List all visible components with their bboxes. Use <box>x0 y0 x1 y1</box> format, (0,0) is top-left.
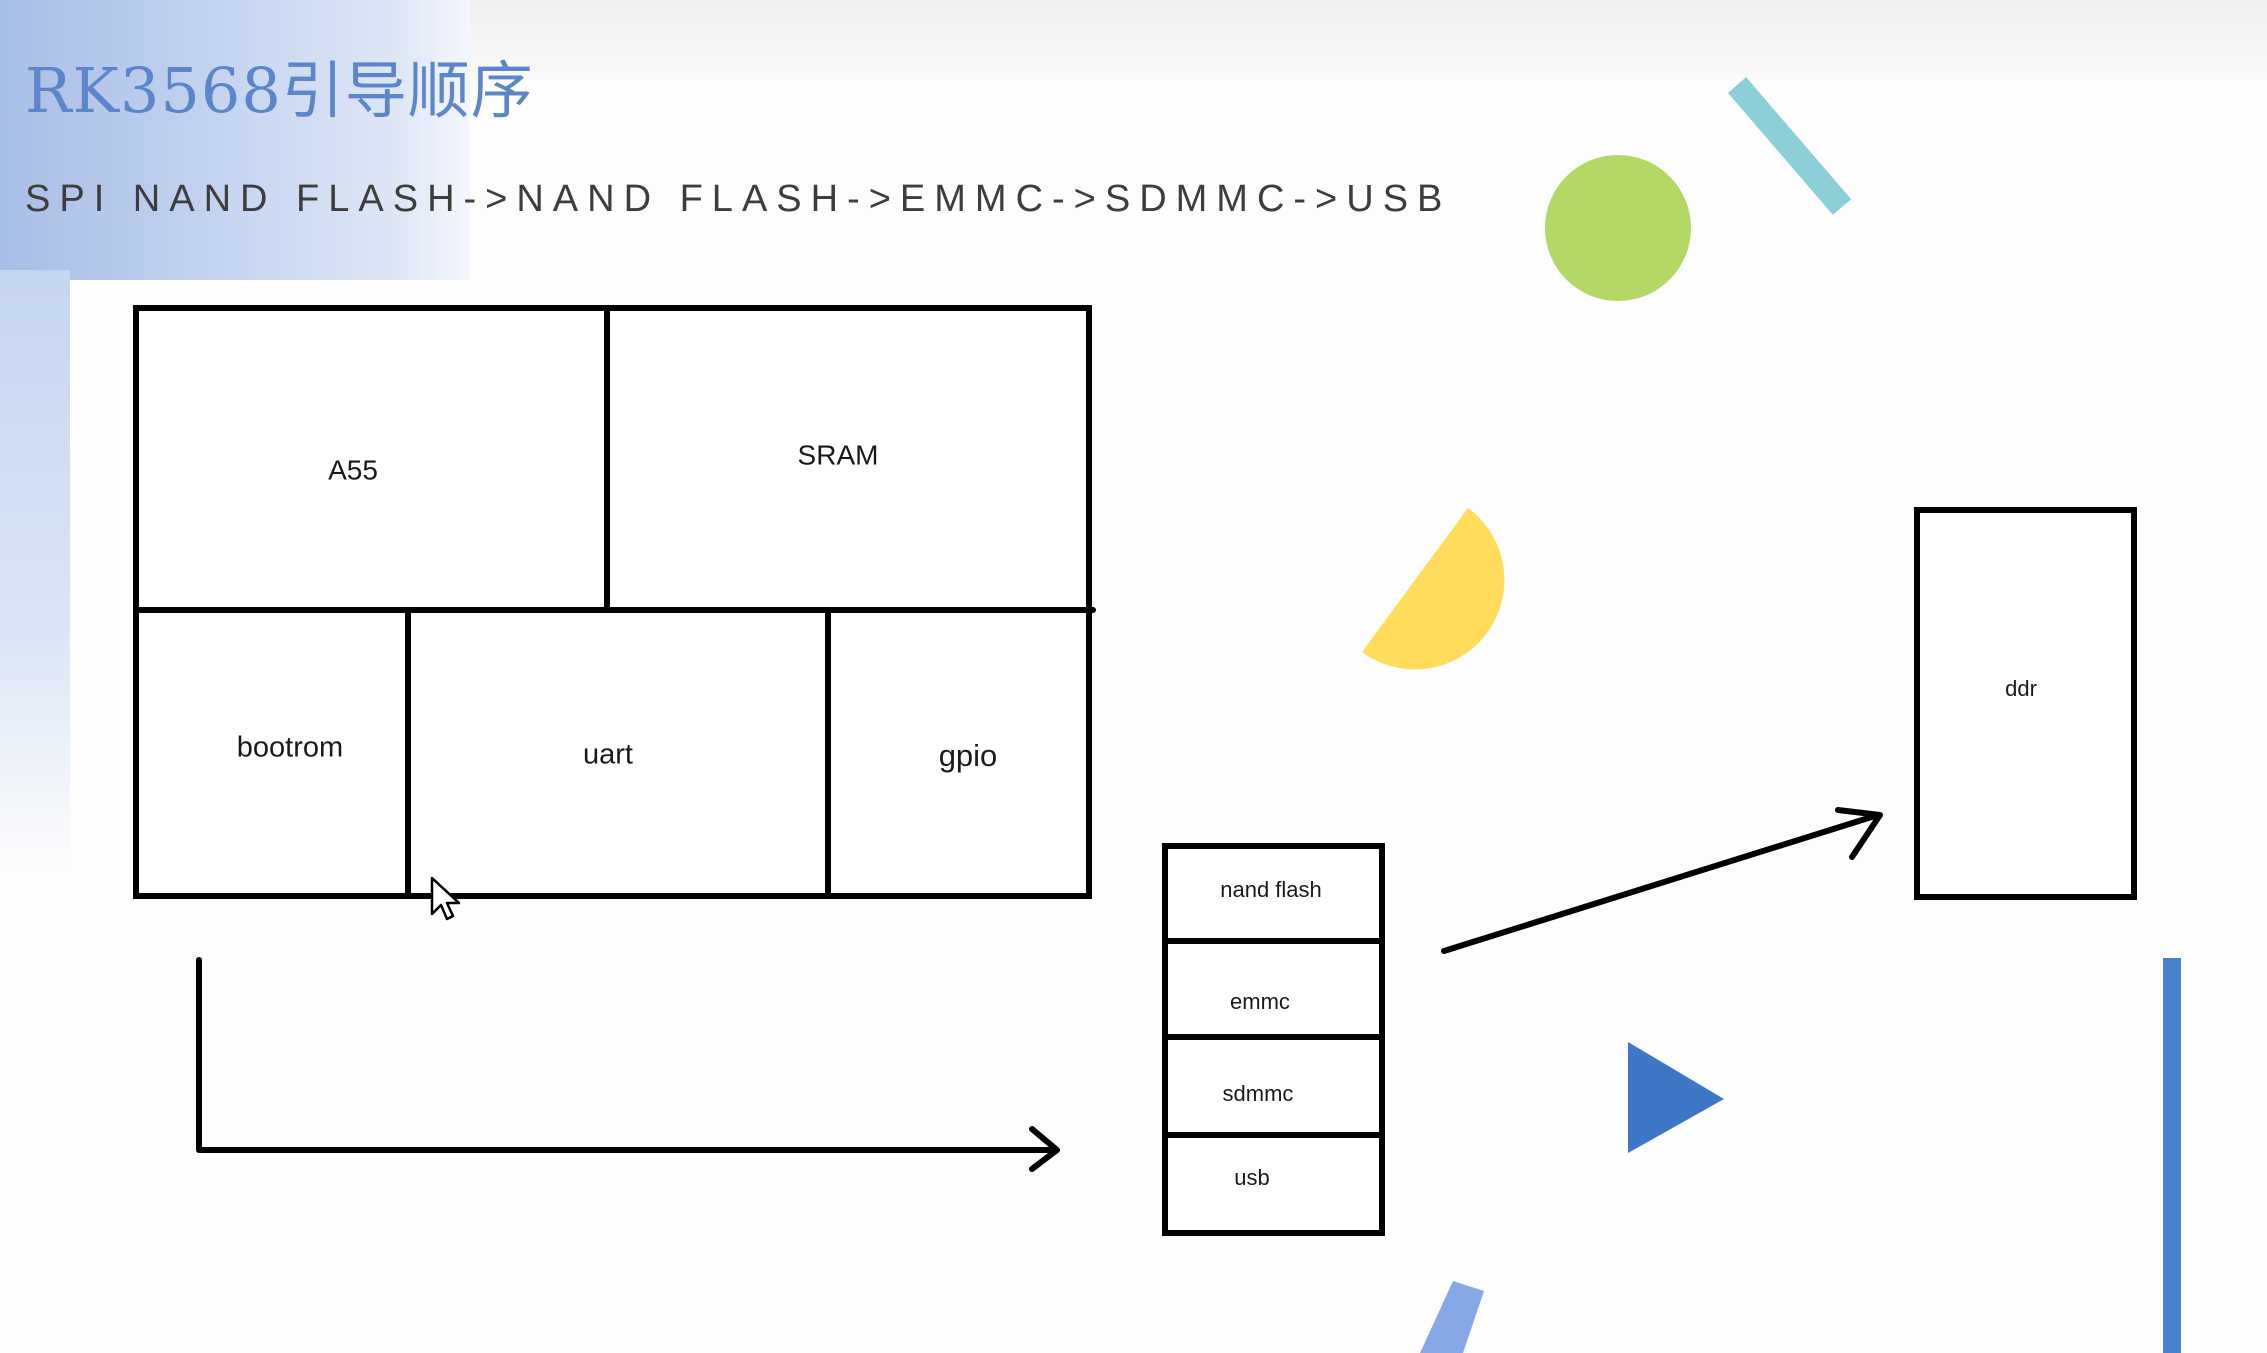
gpio-label: gpio <box>939 738 998 773</box>
background-wash <box>0 0 470 280</box>
slide-title: RK3568引导顺序 <box>25 54 534 127</box>
light-blue-bar-decoration <box>1420 1281 1484 1353</box>
ddr-block: ddr <box>1914 507 2137 900</box>
blue-triangle-decoration <box>1628 1042 1724 1153</box>
ddr-outline <box>1914 507 2137 900</box>
background-top-band <box>470 0 2267 80</box>
storage-item-usb: usb <box>1234 1165 1269 1190</box>
chip-outline <box>133 305 1092 899</box>
bootrom-to-storage-arrow <box>196 957 1060 1172</box>
green-circle-decoration <box>1545 155 1691 301</box>
arrow-head <box>1029 1126 1060 1172</box>
boot-sequence-text: SPI NAND FLASH->NAND FLASH->EMMC->SDMMC-… <box>25 178 1452 220</box>
storage-item-sdmmc: sdmmc <box>1223 1081 1294 1106</box>
a55-label: A55 <box>328 454 378 485</box>
arrow-shaft <box>196 957 1058 1153</box>
storage-item-nand-flash: nand flash <box>1220 877 1322 902</box>
storage-stack: nand flash emmc sdmmc usb <box>1162 843 1385 1236</box>
uart-label: uart <box>583 739 633 771</box>
arrow-head <box>1835 807 1883 860</box>
storage-item-emmc: emmc <box>1230 989 1290 1014</box>
chip-block: A55 SRAM bootrom uart gpio <box>133 305 1096 899</box>
sram-label: SRAM <box>798 439 879 470</box>
mouse-cursor-icon <box>430 876 461 921</box>
background-left-fade <box>0 270 70 870</box>
arrow-shaft <box>1441 812 1881 954</box>
blue-bar-decoration <box>2163 958 2181 1353</box>
teal-bar-decoration <box>1727 77 1852 215</box>
yellow-half-circle-decoration <box>1362 508 1505 670</box>
storage-to-ddr-arrow <box>1441 807 1883 954</box>
ddr-label: ddr <box>2005 676 2037 701</box>
bootrom-label: bootrom <box>237 732 343 764</box>
